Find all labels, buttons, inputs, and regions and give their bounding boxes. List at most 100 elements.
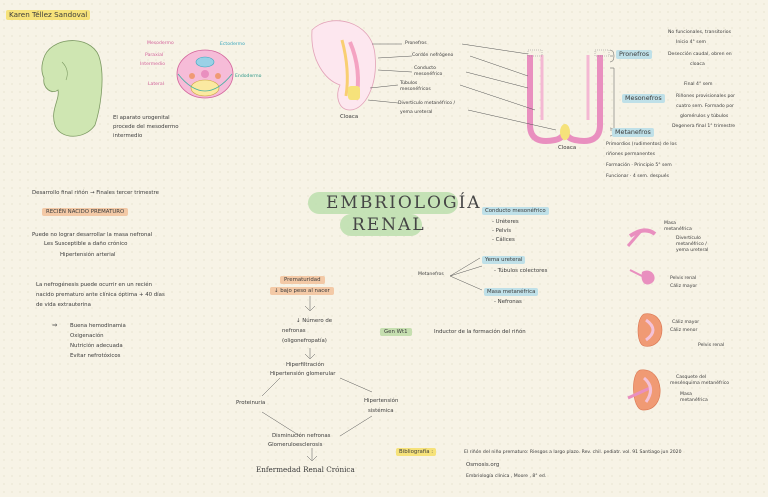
label-paraxial: Paraxial <box>145 53 164 58</box>
bibliography-label: Bibliografía : <box>396 448 437 457</box>
label-mesodermo: Mesodermo <box>147 41 174 46</box>
tree-conducto-1: - Uréteres <box>492 219 519 225</box>
label-tubulos-2: mesonéfricos <box>400 87 431 92</box>
bibliography-line-2: Osmosis.org <box>466 462 500 468</box>
rd2-label-2: Cáliz mayor <box>670 284 698 289</box>
tree-masa-1: - Nefronas <box>494 299 522 305</box>
tree-conducto-2: - Pelvis <box>492 228 512 234</box>
metanefros-note-2: riñones permanentes <box>606 152 655 157</box>
gene-text: Inductor de la formación del riñón <box>434 329 526 335</box>
label-conducto-2: mesonéfrico <box>414 72 443 77</box>
rd4-label-4: metanéfrica <box>680 398 708 403</box>
flow-start-1: Prematuridad <box>280 276 325 285</box>
metanefros-note-4: Funcionar · 4 sem. después <box>606 174 670 179</box>
embryo-caption-2: procede del mesodermo <box>113 124 179 130</box>
rd1-label-2: metanéfrica <box>664 227 692 232</box>
pronefros-note-4: cloaca <box>690 62 705 67</box>
label-tubulos-1: Túbulos <box>400 81 418 86</box>
flow-step4-1: Disminución nefronas <box>272 433 331 439</box>
connector-lines <box>261 43 615 462</box>
cross-section-drawing <box>176 49 234 99</box>
label-ectodermo: Ectodermo <box>220 42 245 47</box>
condition-1: Buena hemodinamia <box>70 323 126 329</box>
author-name: Karen Téllez Sandoval <box>6 10 91 21</box>
flow-right-2: sistémica <box>368 408 394 414</box>
preterm-intro: Desarrollo final riñón → Finales tercer … <box>32 190 159 196</box>
nephrogenesis-line-2: nacido prematuro ante clínica óptima + 4… <box>36 292 165 298</box>
mesonefros-note-3: cuatro sem. Formado por <box>676 104 734 109</box>
title-highlight-1 <box>308 192 458 214</box>
rd1-label-3: Divertículo <box>676 236 701 241</box>
mesonephric-duct-drawing <box>527 49 610 144</box>
condition-2: Oxigenación <box>70 333 104 339</box>
bibliography-line-3: Embriología clínica , Moore , 8° ed. <box>466 474 547 479</box>
label-endodermo: Endodermo <box>235 74 262 79</box>
mesonefros-note-5: Degenera final 1° trimestre <box>672 124 736 129</box>
rd3-label-1: Cáliz mayor <box>672 320 700 325</box>
right-kidney-drawings <box>626 228 663 411</box>
nephrogenesis-line-1: La nefrogénesis puede ocurrir en un reci… <box>36 282 152 288</box>
metanefros-note-1: Primordios (rudimentos) de los <box>606 142 677 147</box>
flow-step2-3: (oligonefropatía) <box>282 338 327 344</box>
flow-step2-2: nefronas <box>282 328 306 334</box>
flow-left: Proteinuria <box>236 400 266 406</box>
flow-end: Enfermedad Renal Crónica <box>256 465 355 474</box>
rd4-label-2: mesénquima metanéfrico <box>670 381 730 386</box>
mesonefros-note-2: Riñones provisionales por <box>676 94 736 99</box>
conditions-arrow: ⇒ <box>52 321 58 329</box>
label-pronefros-diagram: Pronefros <box>405 41 427 46</box>
label-lateral: Lateral <box>148 82 164 87</box>
mesonefros-heading: Mesonefros <box>622 94 665 104</box>
rd2-label-1: Pelvis renal <box>670 276 697 281</box>
page-title: EMBRIOLOGÍA RENAL <box>300 190 480 238</box>
mesonefros-note-1: Final 4° sem <box>684 82 713 87</box>
label-diverticulo: Divertículo metanéfrico / <box>398 101 456 106</box>
label-cordon-nefrogeno: Cordón nefrógeno <box>412 53 454 58</box>
preterm-line-2: Les Susceptible a daño crónico <box>44 241 128 247</box>
label-conducto-1: Conducto <box>414 66 436 71</box>
rd4-label-3: Masa <box>680 392 692 397</box>
label-cloaca-left: Cloaca <box>340 114 359 120</box>
rd1-label-4: metanéfrico / <box>676 242 707 247</box>
tree-yema-1: - Túbulos colectores <box>494 268 548 274</box>
rd1-label-1: Masa <box>664 221 676 226</box>
tree-conducto-label: Conducto mesonéfrico <box>482 207 549 216</box>
flow-step2-1: ↓ Número de <box>296 318 333 324</box>
tree-conducto-3: - Cálices <box>492 237 515 243</box>
flow-right-1: Hipertensión <box>364 398 399 404</box>
tree-yema-label: Yema ureteral <box>482 256 526 265</box>
label-yema-ureteral: yema ureteral <box>400 110 433 115</box>
pronefros-note-3: Desección caudal, obren en <box>668 52 732 57</box>
nephrogenesis-line-3: de vida extrauterina <box>36 302 91 308</box>
embryo-drawing <box>41 40 103 137</box>
pronefros-note-1: No funcionales, transitorios <box>668 30 731 35</box>
condition-3: Nutrición adecuada <box>70 343 123 349</box>
rd1-label-5: yema ureteral <box>676 248 709 253</box>
rd3-label-2: Cáliz menor <box>670 328 698 333</box>
metanefros-note-3: Formación · Principio 5° sem <box>606 163 672 168</box>
pronephros-embryo-drawing <box>311 20 376 111</box>
embryo-caption-3: intermedio <box>113 133 143 139</box>
label-intermedio: Intermedio <box>140 62 166 67</box>
pronefros-note-2: Inicio 4° sem <box>676 40 706 45</box>
title-line-2: RENAL <box>352 215 426 235</box>
flow-step4-2: Glomeruloesclerosis <box>268 442 323 448</box>
metanefros-heading: Metanefros <box>612 128 654 138</box>
condition-4: Evitar nefrotóxicos <box>70 353 121 359</box>
pronefros-heading: Pronefros <box>616 50 653 60</box>
label-cloaca-right: Cloaca <box>558 145 577 151</box>
rd3-label-3: Pelvis renal <box>698 343 725 348</box>
preterm-heading: RECIÉN NACIDO PREMATURO <box>42 208 129 217</box>
bibliography-line-1: El riñón del niño prematuro: Riesgos a l… <box>464 450 682 455</box>
mesonefros-note-4: glomérulos y túbulos <box>680 114 729 119</box>
flow-start-2: ↓ bajo peso al nacer <box>270 287 334 296</box>
tree-root: Metanefros <box>418 272 444 277</box>
flow-step3-2: Hipertensión glomerular <box>270 371 336 377</box>
tree-masa-label: Masa metanéfrica <box>484 288 539 297</box>
preterm-line-1: Puede no lograr desarrollar la masa nefr… <box>32 232 153 238</box>
gene-name: Gen Wt1 <box>380 328 412 337</box>
rd4-label-1: Casquete del <box>676 375 707 380</box>
title-highlight-2 <box>340 214 422 236</box>
preterm-line-3: Hipertensión arterial <box>60 252 116 258</box>
